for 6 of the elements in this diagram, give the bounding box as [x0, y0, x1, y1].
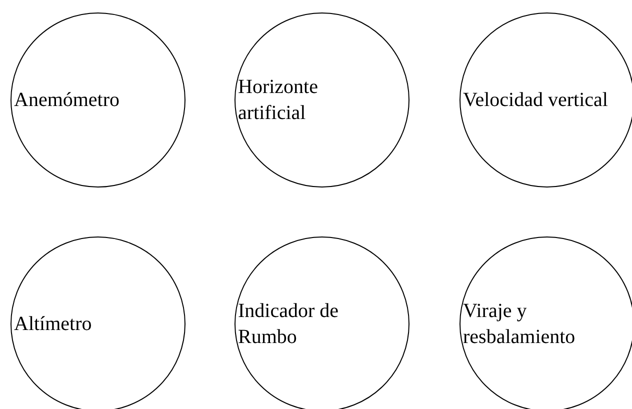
- instrument-label: Velocidad vertical: [463, 88, 608, 113]
- instrument-label: Viraje y resbalamiento: [463, 299, 576, 350]
- instrument-label: Anemómetro: [14, 88, 120, 113]
- instrument-label: Altímetro: [14, 312, 92, 337]
- instrument-label: Horizonte artificial: [238, 75, 319, 126]
- instrument-label: Indicador de Rumbo: [238, 299, 340, 350]
